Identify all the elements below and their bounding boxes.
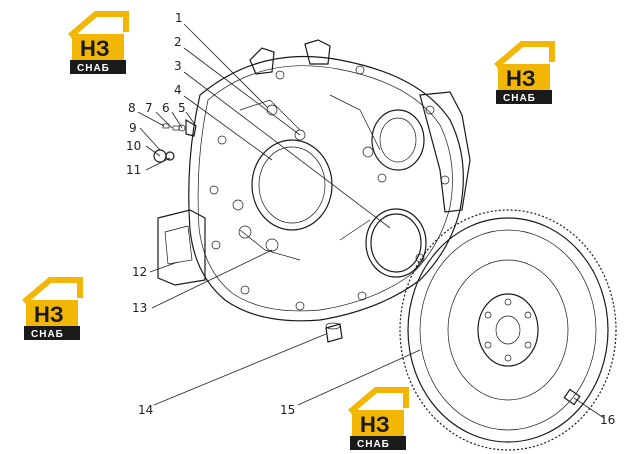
watermark-logo-bottom: НЗ СНАБ — [348, 387, 409, 450]
callout-14: 14 — [138, 403, 153, 417]
callout-12: 12 — [132, 265, 147, 279]
watermark-logo-left: НЗ СНАБ — [22, 277, 83, 340]
logo-text: НЗ — [80, 36, 110, 61]
callout-6: 6 — [162, 101, 170, 115]
callout-11: 11 — [126, 163, 141, 177]
logo-subtext: СНАБ — [357, 439, 390, 450]
callout-10: 10 — [126, 139, 141, 153]
callout-8: 8 — [128, 101, 136, 115]
callout-1: 1 — [175, 11, 183, 25]
logo-text: НЗ — [34, 302, 64, 327]
callout-13: 13 — [132, 301, 147, 315]
callout-4: 4 — [174, 83, 182, 97]
callout-7: 7 — [145, 101, 153, 115]
logo-subtext: СНАБ — [77, 63, 110, 74]
watermark-logo-top-left: НЗ СНАБ — [68, 11, 129, 74]
callout-2: 2 — [174, 35, 182, 49]
watermark-logo-top-right: НЗ СНАБ — [494, 41, 555, 104]
flywheel — [399, 209, 617, 451]
flywheel-housing — [157, 39, 471, 322]
logo-text: НЗ — [506, 66, 536, 91]
small-fasteners — [153, 118, 197, 163]
logo-subtext: СНАБ — [503, 93, 536, 104]
callout-16: 16 — [600, 413, 615, 427]
leader-lines — [137, 23, 605, 419]
seal-ring — [365, 208, 427, 278]
callout-15: 15 — [280, 403, 295, 417]
dowel-pin — [325, 322, 343, 343]
logo-subtext: СНАБ — [31, 329, 64, 340]
logo-text: НЗ — [360, 412, 390, 437]
callout-9: 9 — [129, 121, 137, 135]
callout-labels: 1 2 3 4 5 6 7 8 9 10 11 12 13 14 15 16 — [126, 11, 615, 427]
callout-3: 3 — [174, 59, 182, 73]
callout-5: 5 — [178, 101, 186, 115]
